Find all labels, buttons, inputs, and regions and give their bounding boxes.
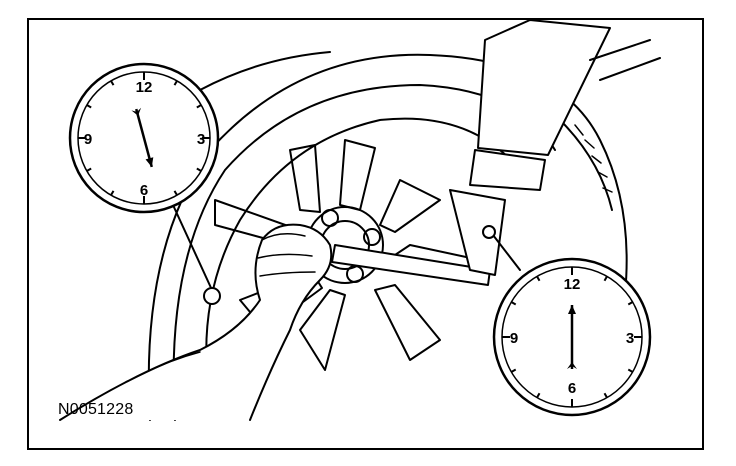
right-dial-numeral-12: 12: [564, 276, 581, 293]
left-dial-numeral-12: 12: [136, 79, 153, 96]
right-dial-ticks: [502, 267, 642, 407]
left-dial-numeral-9: 9: [84, 131, 92, 148]
technician-hand: [59, 223, 333, 421]
dial-tick: [196, 104, 202, 109]
dial-tick: [536, 275, 541, 282]
dial-tick: [173, 190, 178, 196]
dial-tick: [510, 301, 517, 306]
left-dial-arrow-icon: [135, 108, 153, 168]
dial-tick: [173, 80, 178, 86]
left-dial-fletching-icon: [131, 107, 142, 116]
dial-tick: [510, 368, 517, 373]
left-clock-dial: 12 3 6 9: [68, 62, 220, 214]
right-dial-numeral-9: 9: [510, 330, 518, 347]
left-dial-numeral-6: 6: [140, 182, 148, 199]
leader-lines: [172, 204, 521, 305]
figure-id-label: N0051228: [58, 401, 134, 418]
dial-tick: [110, 190, 115, 196]
dial-tick: [86, 104, 92, 109]
dial-tick: [536, 392, 541, 399]
left-dial-arrowhead-icon: [145, 157, 154, 167]
dial-tick: [627, 368, 634, 373]
dial-tick: [603, 275, 608, 282]
dial-tick: [196, 167, 202, 172]
left-dial-numeral-3: 3: [197, 131, 205, 148]
dial-tick: [627, 301, 634, 306]
right-dial-numeral-3: 3: [626, 330, 634, 347]
dial-tick: [603, 392, 608, 399]
dial-tick: [110, 80, 115, 86]
right-dial-fletching-icon: [567, 362, 577, 369]
dial-tick: [86, 167, 92, 172]
figure-frame: [27, 18, 704, 450]
left-dial-ticks: [78, 72, 210, 204]
right-clock-dial: 12 3 6 9: [492, 257, 652, 417]
right-dial-arrowhead-icon: [568, 305, 576, 314]
right-dial-numeral-6: 6: [568, 380, 576, 397]
torque-wrench: [331, 20, 661, 286]
